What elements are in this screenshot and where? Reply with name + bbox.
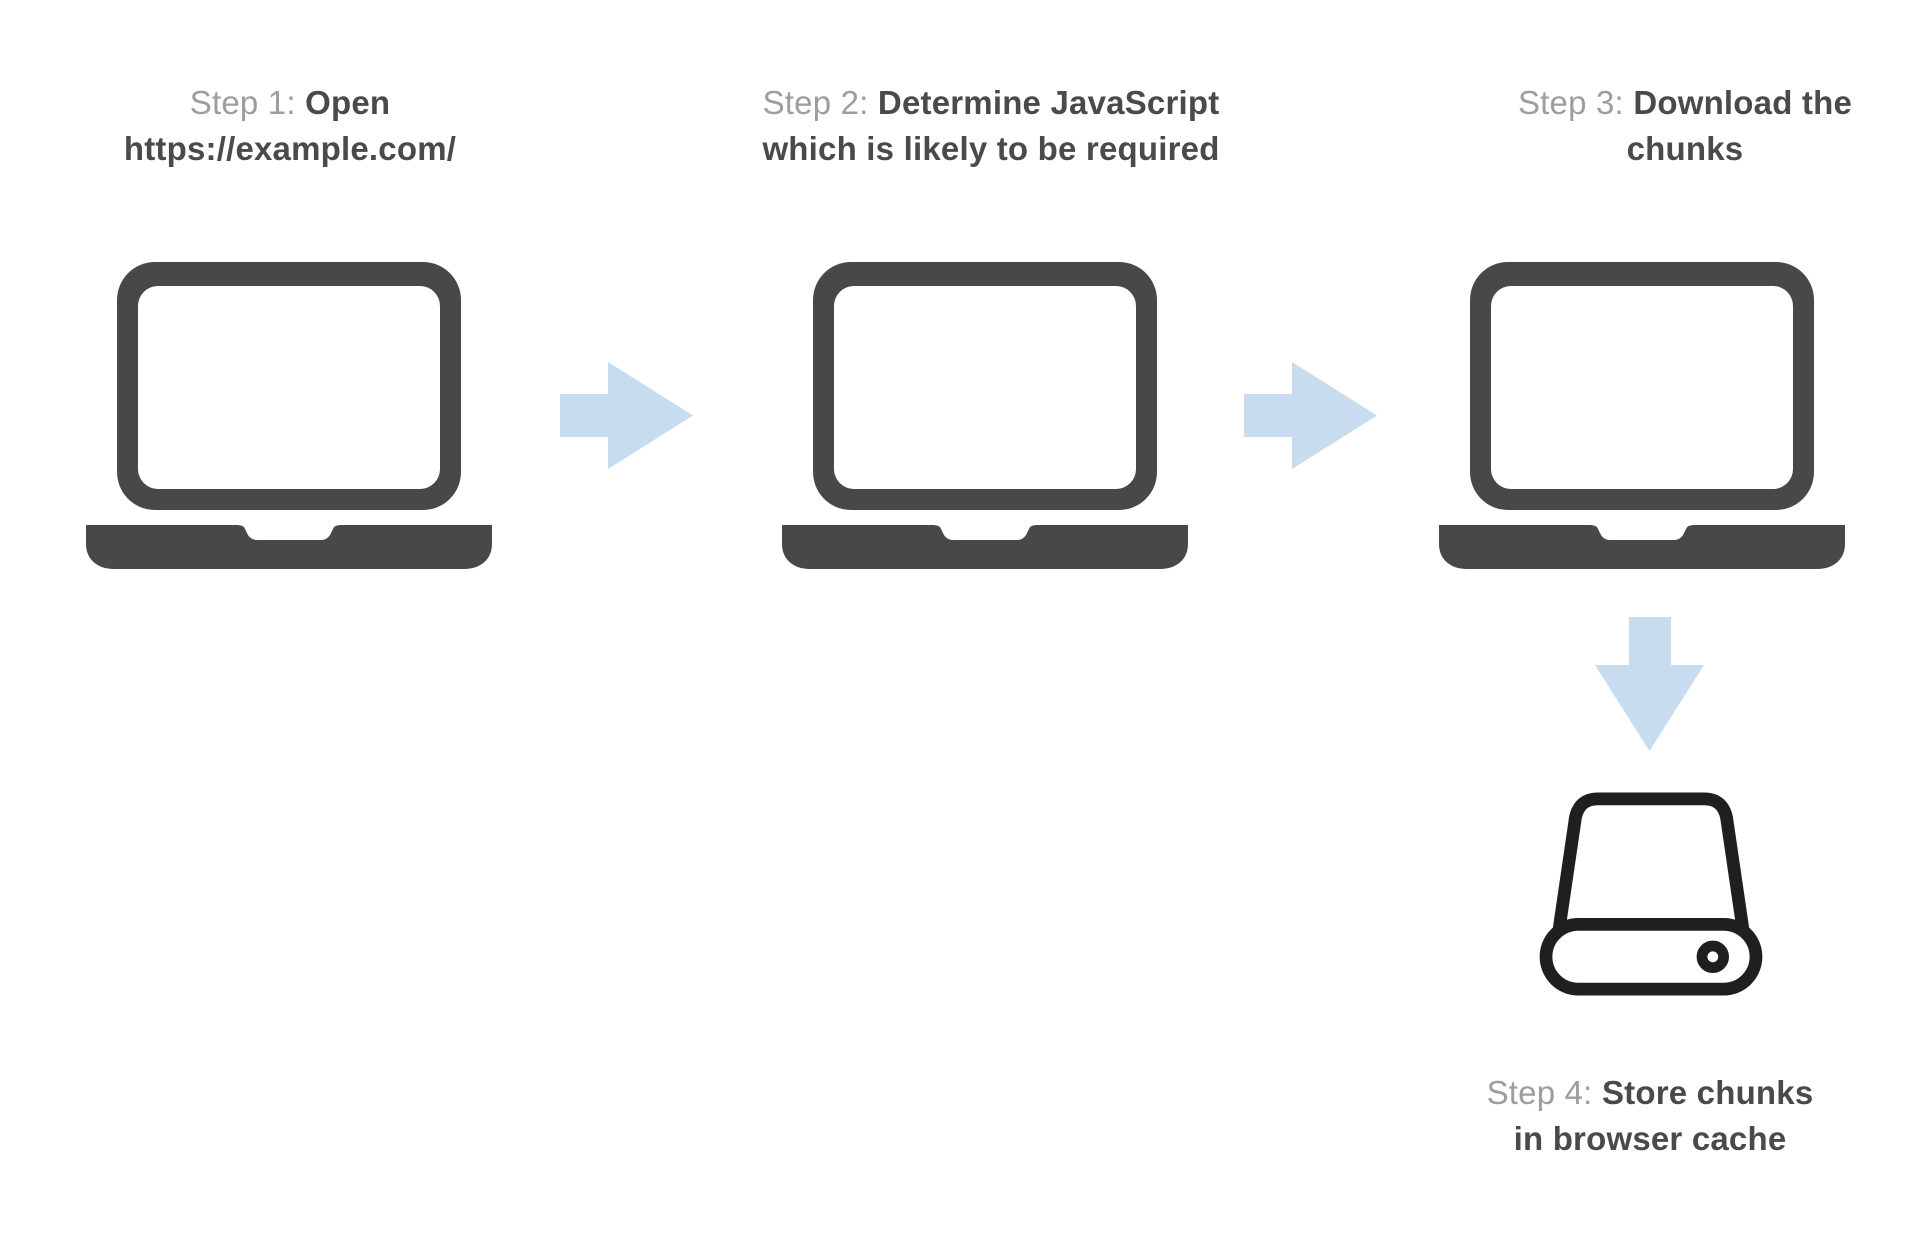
step-1-label: Step 1: Open https://example.com/: [70, 80, 510, 172]
step-4-title-line-2: in browser cache: [1513, 1120, 1787, 1157]
arrow-right-icon: [560, 362, 693, 469]
step-2-label: Step 2: Determine JavaScript which is li…: [661, 80, 1321, 172]
step-4-title-line-1: Step 4: Store chunks: [1410, 1070, 1890, 1116]
arrow-right-icon: [1244, 362, 1377, 469]
arrow-down-icon: [1595, 617, 1704, 751]
step-1-url: https://example.com/: [123, 130, 457, 167]
step-1-title-line-1: Step 1: Open: [70, 80, 510, 126]
step-1-prefix: Step 1:: [189, 84, 296, 121]
laptop-icon: [782, 262, 1188, 569]
step-4-prefix: Step 4:: [1486, 1074, 1593, 1111]
step-4-label: Step 4: Store chunks in browser cache: [1410, 1070, 1890, 1162]
step-1-title: Open: [305, 84, 391, 121]
step-2-title: Determine JavaScript: [877, 84, 1220, 121]
step-3-title-line-2: chunks: [1626, 130, 1744, 167]
hard-drive-icon: [1539, 792, 1763, 996]
step-3-title: Download the: [1633, 84, 1853, 121]
step-1-title-line-2: https://example.com/: [70, 126, 510, 172]
step-4-title: Store chunks: [1601, 1074, 1814, 1111]
step-3-title-line-1: Step 3: Download the: [1445, 80, 1916, 126]
step-2-title-line-1: Step 2: Determine JavaScript: [661, 80, 1321, 126]
laptop-icon: [86, 262, 492, 569]
step-3-label: Step 3: Download the chunks: [1445, 80, 1916, 172]
step-3-prefix: Step 3:: [1517, 84, 1624, 121]
step-2-prefix: Step 2:: [762, 84, 869, 121]
step-2-title-line-2: which is likely to be required: [762, 130, 1220, 167]
laptop-icon: [1439, 262, 1845, 569]
